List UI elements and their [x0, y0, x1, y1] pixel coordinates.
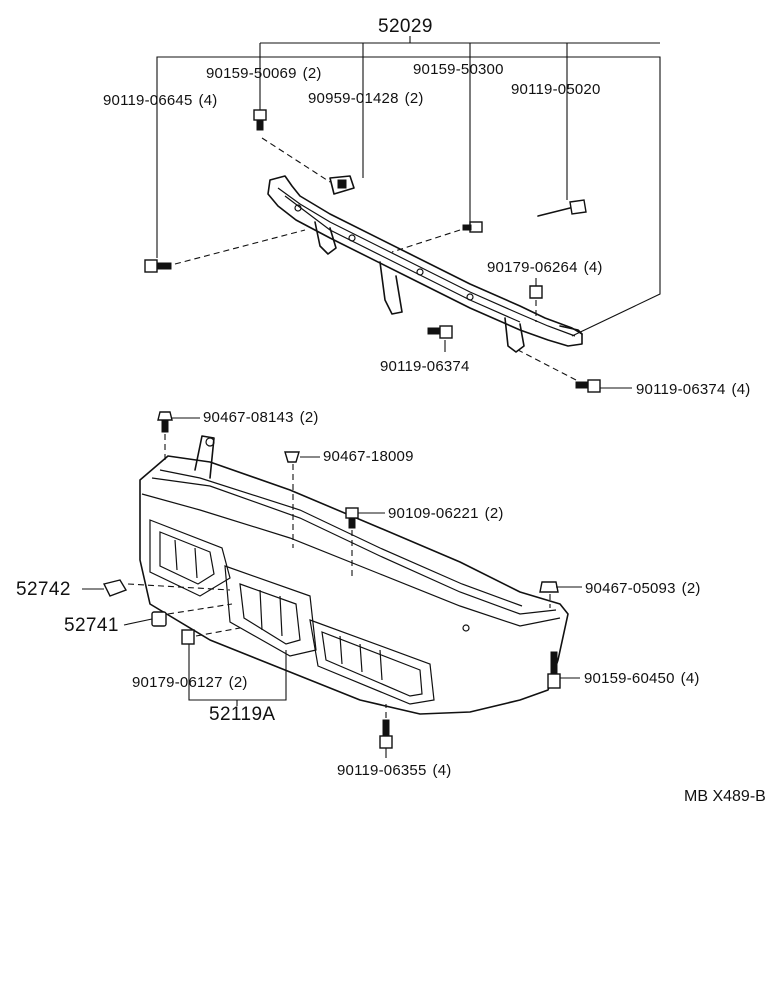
- assembly-label-bumper-cover: 52119A: [209, 704, 276, 725]
- part-number: 90467-08143: [203, 409, 294, 426]
- part-number: 90159-50300: [413, 61, 504, 78]
- part-number: 90109-06221: [388, 505, 479, 522]
- quantity: (4): [731, 381, 751, 398]
- callout-90959-01428: 90959-01428 (2): [308, 90, 424, 107]
- callout-90467-18009: 90467-18009: [323, 448, 420, 465]
- part-number: 52741: [64, 615, 119, 636]
- quantity: (2): [484, 505, 504, 522]
- bumper-reinforcement: [267, 175, 583, 353]
- callout-90109-06221: 90109-06221 (2): [388, 505, 504, 522]
- assembly-label-reinforcement: 52029: [378, 16, 433, 37]
- part-number: 90179-06264: [487, 259, 578, 276]
- callout-90179-06127: 90179-06127 (2): [132, 674, 248, 691]
- callout-52742: 52742: [16, 579, 77, 600]
- reinforcement-group-bracket: [156, 36, 661, 337]
- callout-90159-60450: 90159-60450 (4): [584, 670, 700, 687]
- lower-fasteners: [102, 411, 561, 749]
- quantity: (2): [228, 674, 248, 691]
- callout-90179-06264: 90179-06264 (4): [487, 259, 603, 276]
- callout-90159-50069: 90159-50069 (2): [206, 65, 322, 82]
- part-number: 90159-60450: [584, 670, 675, 687]
- callout-52741: 52741: [64, 615, 125, 636]
- quantity: (2): [681, 580, 701, 597]
- callout-90119-06645: 90119-06645 (4): [103, 92, 217, 109]
- upper-fasteners: [144, 109, 601, 393]
- part-number: 90119-06374: [636, 381, 726, 398]
- callout-leaders: [82, 278, 632, 758]
- quantity: (2): [404, 90, 424, 107]
- bumper-cover: [139, 435, 569, 715]
- part-number: 52742: [16, 579, 71, 600]
- callout-90119-06374-center: 90119-06374: [380, 358, 476, 375]
- part-number: 90119-05020: [511, 81, 601, 98]
- part-number: 90119-06355: [337, 762, 427, 779]
- callout-90467-08143: 90467-08143 (2): [203, 409, 319, 426]
- quantity: (2): [302, 65, 322, 82]
- callout-90467-05093: 90467-05093 (2): [585, 580, 701, 597]
- part-number: 90119-06374: [380, 358, 470, 375]
- part-number: 90467-18009: [323, 448, 414, 465]
- callout-90119-06374-side: 90119-06374 (4): [636, 381, 750, 398]
- quantity: (4): [198, 92, 218, 109]
- drawing-code: MB X489-B: [684, 788, 766, 805]
- part-number: 90467-05093: [585, 580, 676, 597]
- quantity: (2): [299, 409, 319, 426]
- quantity: (4): [432, 762, 452, 779]
- callout-90119-06355: 90119-06355 (4): [337, 762, 451, 779]
- quantity: (4): [680, 670, 700, 687]
- quantity: (4): [583, 259, 603, 276]
- part-number: 90179-06127: [132, 674, 223, 691]
- part-number: 90959-01428: [308, 90, 399, 107]
- callout-90159-50300: 90159-50300: [413, 61, 510, 78]
- part-number: 90159-50069: [206, 65, 297, 82]
- part-number: 90119-06645: [103, 92, 193, 109]
- callout-90119-05020: 90119-05020: [511, 81, 607, 98]
